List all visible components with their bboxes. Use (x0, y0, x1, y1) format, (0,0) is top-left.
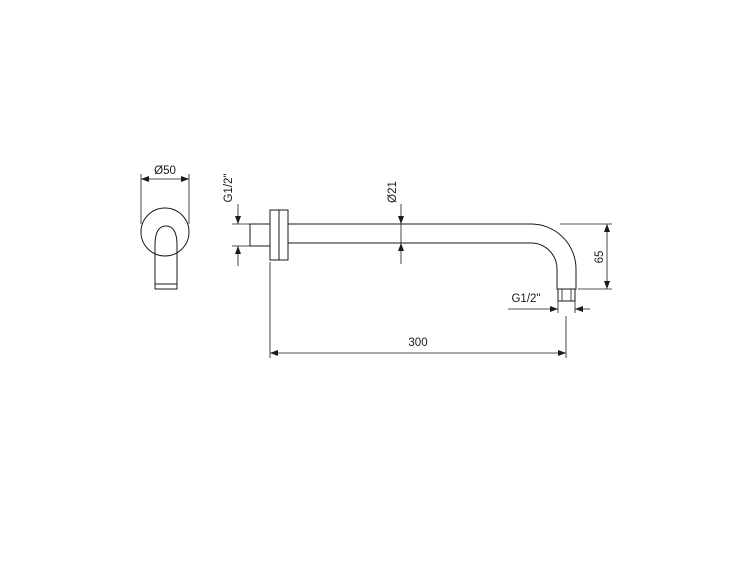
tube-diameter-label: Ø21 (387, 181, 399, 203)
inlet-thread-label: G1/2" (223, 173, 235, 202)
flange-circle (140, 207, 190, 257)
diameter-50-label: Ø50 (154, 165, 176, 177)
side-view: Ø50 (140, 165, 190, 290)
inlet-nipple (249, 223, 271, 247)
arm-side-profile (154, 225, 178, 290)
drop-65-label: 65 (594, 251, 606, 264)
length-300-label: 300 (408, 337, 427, 349)
outlet-thread (557, 288, 576, 302)
outlet-thread-label: G1/2" (511, 293, 540, 305)
arm-tube (288, 223, 577, 290)
arm-view: G1/2" Ø21 65 G1/2" 300 (223, 173, 612, 358)
